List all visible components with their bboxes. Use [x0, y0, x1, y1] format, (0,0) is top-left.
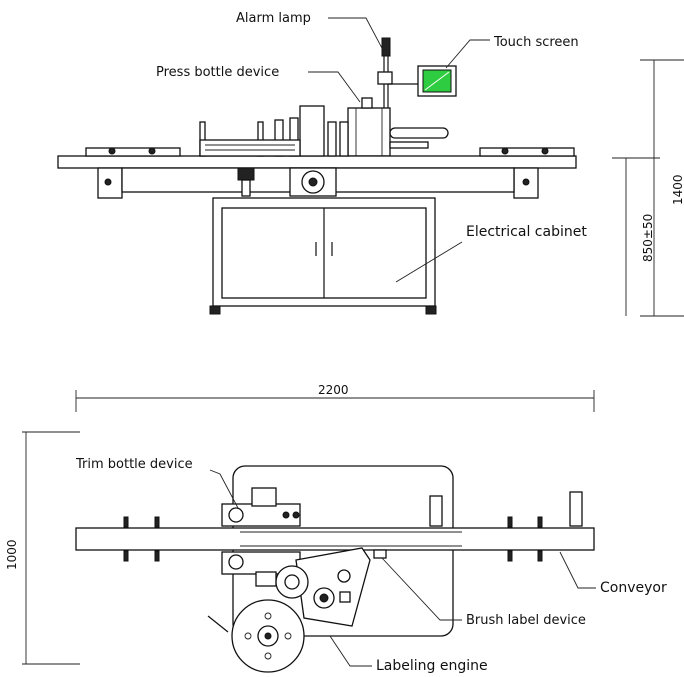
lower-guide	[221, 551, 301, 587]
dim-length: 2200	[318, 383, 349, 397]
dim-total-height: 1400	[671, 174, 684, 205]
press-bottle-device	[347, 97, 449, 157]
top-view-width-dimension: 1000	[5, 431, 80, 665]
touch-screen	[388, 65, 457, 97]
front-labeling-head	[199, 105, 349, 197]
trim-bottle-device	[221, 487, 301, 527]
label-conveyor: Conveyor	[600, 580, 667, 596]
label-labeling-engine: Labeling engine	[376, 658, 488, 674]
label-electrical-cabinet: Electrical cabinet	[466, 224, 587, 240]
brush-label-device	[373, 549, 387, 559]
top-view-length-dimension: 2200	[75, 383, 595, 412]
top-conveyor	[75, 491, 595, 562]
labeling-engine	[207, 547, 371, 673]
front-view-labels: Alarm lamp Touch screen Press bottle dev…	[156, 11, 587, 283]
front-view: Alarm lamp Touch screen Press bottle dev…	[57, 11, 684, 317]
electrical-cabinet	[209, 197, 437, 315]
label-brush-label-device: Brush label device	[466, 613, 586, 628]
label-touch-screen: Touch screen	[493, 35, 579, 50]
dim-width: 1000	[5, 539, 19, 570]
top-view-labels: Trim bottle device Conveyor Brush label …	[75, 457, 667, 674]
label-alarm-lamp: Alarm lamp	[236, 11, 311, 26]
label-trim-bottle-device: Trim bottle device	[75, 457, 193, 472]
label-press-bottle-device: Press bottle device	[156, 65, 279, 80]
front-view-dimensions: 1400 850±50	[612, 59, 684, 317]
top-view: 2200 1000	[5, 383, 667, 674]
dim-cabinet-height: 850±50	[641, 214, 655, 262]
